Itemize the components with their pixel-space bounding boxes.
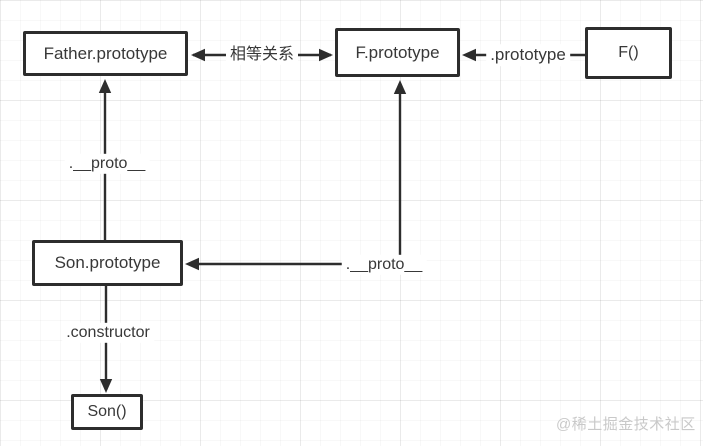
edge-label-proto-f: .__proto__: [341, 254, 427, 276]
node-f-function: F(): [585, 27, 672, 79]
edge-label-equality: 相等关系: [225, 44, 299, 66]
edge-label-proto-father: .__proto__: [64, 153, 150, 175]
watermark: @稀土掘金技术社区: [556, 416, 696, 433]
arrow-proto-f: [185, 80, 407, 271]
node-son-function: Son(): [71, 394, 143, 430]
node-father-prototype: Father.prototype: [23, 31, 188, 76]
edge-label-prototype: .prototype: [486, 44, 570, 66]
edge-label-constructor: .constructor: [62, 322, 154, 344]
node-son-prototype: Son.prototype: [32, 240, 183, 286]
node-f-prototype: F.prototype: [335, 28, 460, 77]
